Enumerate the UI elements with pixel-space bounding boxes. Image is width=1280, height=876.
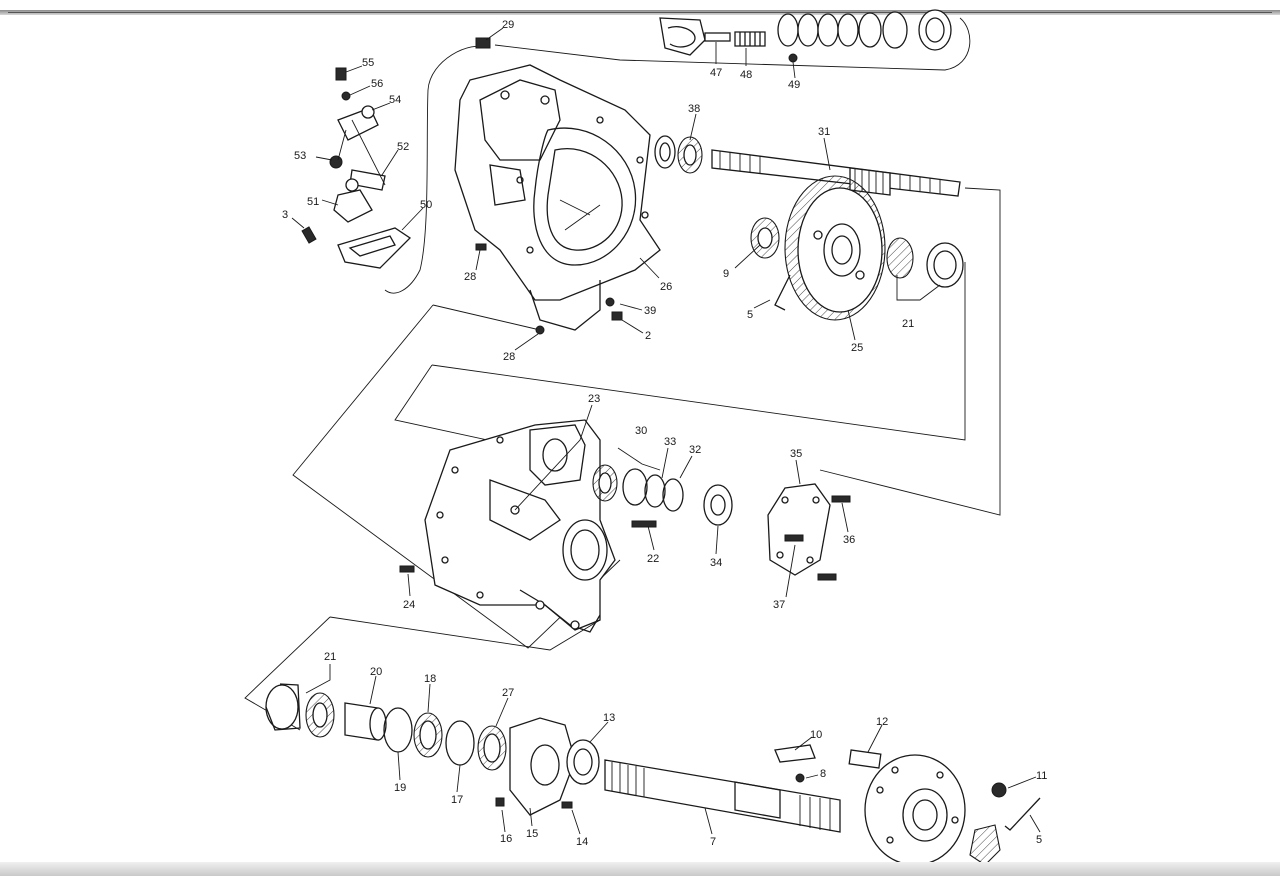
part-label: 15 [526,828,538,840]
part-label: 28 [464,271,476,283]
part-label: 47 [710,67,722,79]
part-label: 16 [500,833,512,845]
top-right-assembly [659,9,952,63]
part-label: 56 [371,78,383,90]
part-label: 23 [588,393,600,405]
part-label: 11 [1036,770,1047,782]
part-label: 32 [689,444,701,456]
part-label: 39 [644,305,656,317]
assembly-guide-lines [244,17,1001,731]
part-label: 55 [362,57,374,69]
large-gear [750,175,964,321]
leader-lines [291,27,1041,835]
part-label: 22 [647,553,659,565]
upper-shaft-assembly [654,135,961,197]
part-label: 52 [397,141,409,153]
part-label: 8 [820,768,826,780]
part-label: 35 [790,448,802,460]
part-label: 3 [282,209,288,221]
part-label: 27 [502,687,514,699]
part-label: 33 [664,436,676,448]
middle-bearing-stack [592,464,733,528]
bottom-border [0,862,1280,876]
part-label: 7 [710,836,716,848]
part-label: 37 [773,599,785,611]
part-label: 21 [902,318,914,330]
part-label: 13 [603,712,615,724]
part-label: 48 [740,69,752,81]
part-label: 10 [810,729,822,741]
part-label: 2 [645,330,651,342]
part-label: 36 [843,534,855,546]
upper-housing [454,64,661,331]
part-label: 49 [788,79,800,91]
part-label: 34 [710,557,722,569]
part-label: 5 [1036,834,1042,846]
part-label: 53 [294,150,306,162]
part-label: 51 [307,196,319,208]
part-label: 50 [420,199,432,211]
linkage-assembly [301,67,412,269]
cover-plate [767,483,851,581]
part-label: 14 [576,836,588,848]
part-label: 24 [403,599,415,611]
part-label: 17 [451,794,463,806]
lower-shaft-assembly [265,683,1041,866]
part-label: 9 [723,268,729,280]
part-label: 19 [394,782,406,794]
part-label: 38 [688,103,700,115]
part-label: 18 [424,673,436,685]
part-label: 21 [324,651,336,663]
part-label: 28 [503,351,515,363]
part-label: 12 [876,716,888,728]
part-labels: 29 55 56 54 53 52 51 50 3 28 28 26 39 2 … [282,19,1047,848]
upper-fasteners [475,37,623,335]
part-label: 31 [818,126,830,138]
top-border-line [8,12,1272,13]
part-label: 29 [502,19,514,31]
part-label: 54 [389,94,401,106]
part-label: 26 [660,281,672,293]
part-label: 5 [747,309,753,321]
part-label: 20 [370,666,382,678]
middle-housing [399,419,616,633]
part-label: 30 [635,425,647,437]
part-label: 25 [851,342,863,354]
